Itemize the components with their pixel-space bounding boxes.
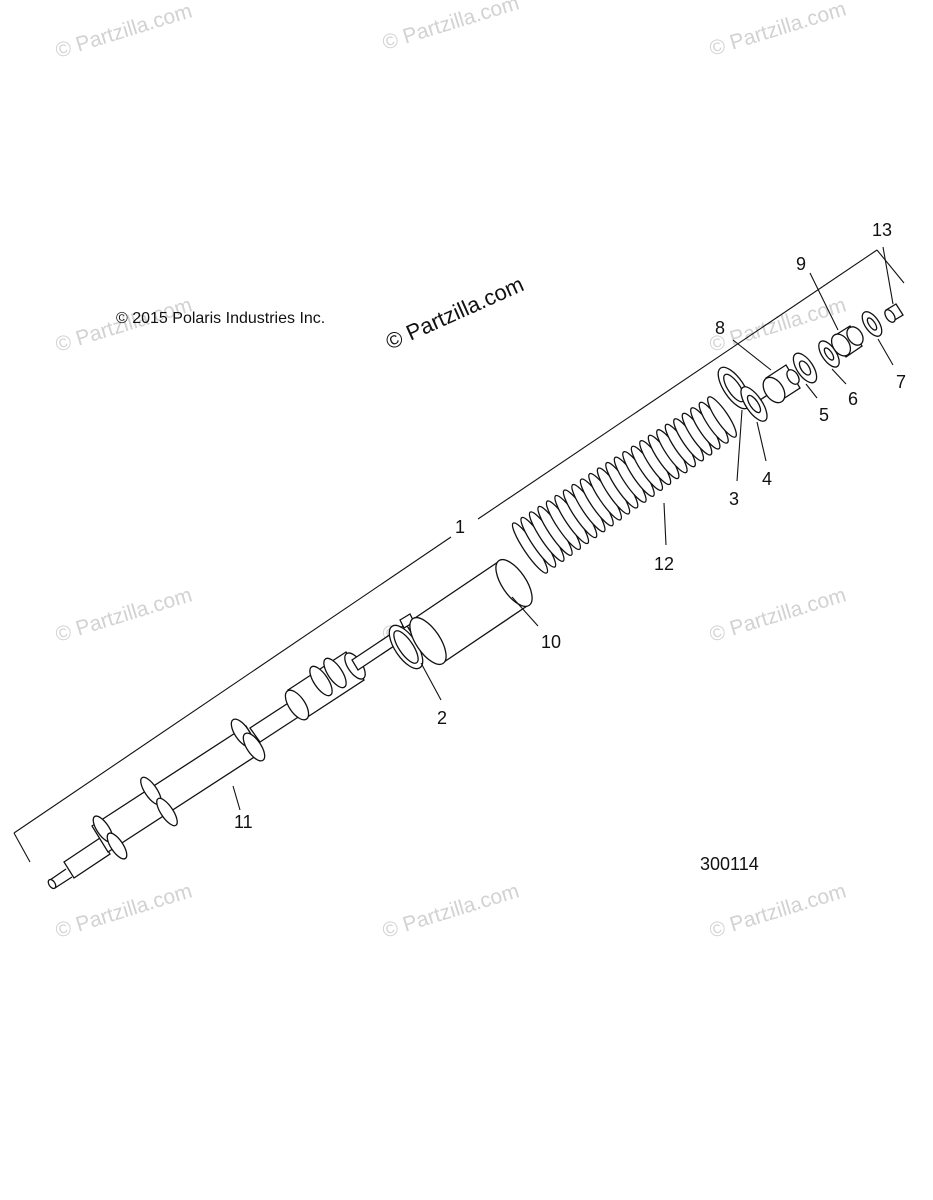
- watermark: © Partzilla.com: [707, 0, 849, 61]
- nut-part: [830, 325, 864, 358]
- copyright-text: © 2015 Polaris Industries Inc.: [116, 310, 325, 327]
- callouts: 1 2 3 4 5 6 7 8 9 10 11 12 13: [234, 220, 906, 832]
- callout-10: 10: [541, 632, 561, 652]
- callout-12: 12: [654, 554, 674, 574]
- seal-ring-part: [388, 624, 424, 670]
- watermark: © Partzilla.com: [707, 879, 849, 942]
- washer-part: [740, 386, 768, 422]
- washer-part: [861, 311, 883, 337]
- callout-1: 1: [455, 517, 465, 537]
- watermark: © Partzilla.com: [380, 0, 522, 55]
- diagram-number: 300114: [700, 854, 759, 874]
- watermark: © Partzilla.com: [380, 879, 522, 942]
- callout-8: 8: [715, 318, 725, 338]
- watermark: © Partzilla.com: [707, 583, 849, 646]
- callout-11: 11: [234, 812, 253, 832]
- assembly-bracket: [13, 249, 905, 863]
- callout-3: 3: [729, 489, 739, 509]
- leader-lines: [232, 246, 894, 811]
- washer-part: [792, 352, 818, 384]
- watermark: © Partzilla.com: [53, 879, 195, 942]
- watermark: © Partzilla.com: [53, 583, 195, 646]
- shock-body-part: [47, 613, 415, 890]
- cap-nut-part: [884, 303, 904, 323]
- callout-13: 13: [872, 220, 892, 240]
- spring-coil: [707, 396, 737, 438]
- callout-6: 6: [848, 389, 858, 409]
- callout-4: 4: [762, 469, 772, 489]
- callout-2: 2: [437, 708, 447, 728]
- callout-7: 7: [896, 372, 906, 392]
- callout-9: 9: [796, 254, 806, 274]
- watermark: © Partzilla.com: [53, 0, 195, 63]
- brand-text: © Partzilla.com: [382, 271, 528, 354]
- spring-part: [511, 396, 737, 574]
- bushing-part: [762, 364, 801, 404]
- sleeve-part: [409, 558, 533, 666]
- callout-5: 5: [819, 405, 829, 425]
